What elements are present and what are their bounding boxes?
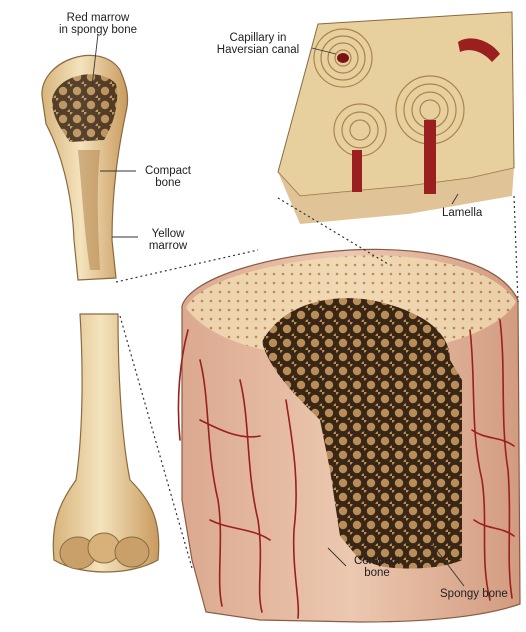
capillary-label-line-2: Haversian canal — [206, 44, 310, 56]
osteon-wedge — [278, 12, 514, 224]
capillary-label: Capillary in Haversian canal — [206, 32, 310, 56]
spongy-bone-label: Spongy bone — [440, 588, 508, 600]
yellow-marrow-label-line-1: Yellow — [140, 228, 196, 240]
compact-bone-bottom-label: Compact bone — [346, 555, 408, 579]
compact-bone-bottom-label-line-2: bone — [346, 567, 408, 579]
compact-bone-top-label-line-1: Compact — [138, 165, 198, 177]
yellow-marrow-label: Yellow marrow — [140, 228, 196, 252]
compact-bone-top-label-line-2: bone — [138, 177, 198, 189]
red-marrow-label-line-1: Red marrow — [52, 12, 144, 24]
lamella-label: Lamella — [442, 207, 482, 219]
compact-bone-top-label: Compact bone — [138, 165, 198, 189]
compact-bone-bottom-label-line-1: Compact — [346, 555, 408, 567]
capillary-label-line-1: Capillary in — [206, 32, 310, 44]
red-marrow-label-line-2: in spongy bone — [52, 24, 144, 36]
red-marrow-label: Red marrow in spongy bone — [52, 12, 144, 36]
lower-bone-section — [53, 314, 159, 572]
upper-bone-section — [42, 55, 128, 280]
yellow-marrow-label-line-2: marrow — [140, 240, 196, 252]
